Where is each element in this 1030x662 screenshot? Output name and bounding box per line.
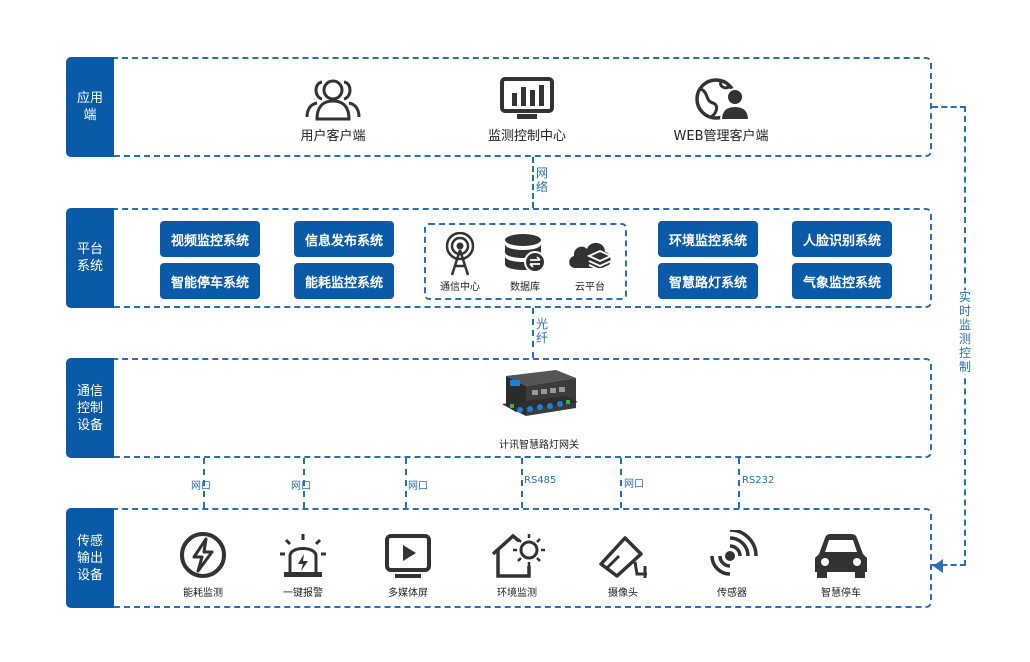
network-connector-line	[532, 157, 534, 208]
gateway-device[interactable]: 计讯智慧路灯网关	[494, 366, 584, 451]
app-item-monitor-center[interactable]: 监测控制中心	[462, 77, 592, 144]
port-line	[303, 458, 305, 508]
device-label: 能耗监测	[183, 588, 223, 599]
port-line	[620, 458, 622, 508]
cloud-center-group: 通信中心 数据库 云平台	[424, 223, 627, 300]
port-label: 网口	[191, 481, 211, 492]
device-energy-monitor[interactable]: 能耗监测	[158, 530, 248, 599]
system-energy-monitor[interactable]: 能耗监控系统	[294, 263, 394, 299]
cloud-item-label: 云平台	[575, 282, 605, 293]
app-layer: 应用端 用户客户端 监测控制中心 WEB管	[66, 57, 932, 157]
device-label: 环境监测	[497, 588, 537, 599]
arrow-left-icon	[933, 559, 943, 573]
cloud-icon	[569, 242, 614, 271]
cloud-item-cloud-platform[interactable]: 云平台	[560, 232, 620, 293]
system-info-publish[interactable]: 信息发布系统	[294, 221, 394, 257]
fiber-connector-label: 光纤	[535, 317, 548, 345]
device-camera[interactable]: 摄像头	[578, 530, 668, 599]
sensor-layer: 传感输出设备 能耗监测 一键报警 多媒体屏 环境监测	[66, 508, 932, 608]
cloud-item-label: 通信中心	[440, 282, 480, 293]
port-label: 网口	[408, 481, 428, 492]
device-alarm[interactable]: 一键报警	[258, 530, 348, 599]
globe-user-icon	[695, 78, 751, 121]
fiber-connector-line	[532, 308, 534, 358]
system-weather-monitor[interactable]: 气象监控系统	[792, 263, 892, 299]
realtime-control-label: 实时监测控制	[957, 290, 973, 374]
system-face-recognition[interactable]: 人脸识别系统	[792, 221, 892, 257]
database-icon	[505, 234, 546, 273]
lightning-icon	[180, 532, 226, 578]
car-icon	[815, 534, 867, 578]
device-label: 一键报警	[283, 588, 323, 599]
home-sun-icon	[491, 533, 545, 578]
layer-label-app: 应用端	[66, 57, 114, 157]
layer-label-platform: 平台系统	[66, 208, 114, 308]
network-connector-label: 网络	[535, 166, 548, 194]
port-line	[405, 458, 407, 508]
media-screen-icon	[385, 534, 431, 578]
camera-icon	[599, 536, 647, 578]
app-item-label: 监测控制中心	[487, 129, 566, 144]
system-video-monitor[interactable]: 视频监控系统	[160, 221, 260, 257]
cloud-item-label: 数据库	[510, 282, 540, 293]
cloud-item-database[interactable]: 数据库	[495, 232, 555, 293]
app-item-user-client[interactable]: 用户客户端	[268, 77, 398, 144]
device-smart-parking[interactable]: 智慧停车	[796, 530, 886, 599]
system-smart-parking[interactable]: 智能停车系统	[160, 263, 260, 299]
system-environment-monitor[interactable]: 环境监控系统	[658, 221, 758, 257]
port-line	[738, 458, 740, 508]
comm-layer: 通信控制设备 计讯智慧路灯网关	[66, 358, 932, 458]
port-label: 网口	[291, 481, 311, 492]
gateway-label: 计讯智慧路灯网关	[499, 440, 579, 451]
sensor-icon	[710, 530, 758, 576]
alarm-icon	[280, 534, 326, 577]
layer-label-sensor: 传感输出设备	[66, 508, 114, 608]
port-line	[203, 458, 205, 508]
platform-layer: 平台系统 视频监控系统 信息发布系统 智能停车系统 能耗监控系统 通信中心 数据…	[66, 208, 932, 308]
device-label: 智慧停车	[821, 588, 861, 599]
antenna-icon	[445, 232, 475, 276]
gateway-device-icon	[502, 370, 578, 416]
device-label: 多媒体屏	[388, 588, 428, 599]
app-item-label: WEB管理客户端	[673, 129, 769, 144]
port-label: 网口	[624, 479, 644, 490]
system-smart-streetlight[interactable]: 智慧路灯系统	[658, 263, 758, 299]
app-item-web-client[interactable]: WEB管理客户端	[656, 77, 786, 144]
layer-label-comm: 通信控制设备	[66, 358, 114, 458]
users-icon	[305, 79, 361, 121]
cloud-item-comm-center[interactable]: 通信中心	[430, 232, 490, 293]
device-label: 摄像头	[608, 588, 638, 599]
device-media-screen[interactable]: 多媒体屏	[363, 530, 453, 599]
port-line	[521, 458, 523, 508]
device-label: 传感器	[717, 588, 747, 599]
device-environment-monitor[interactable]: 环境监测	[472, 530, 562, 599]
device-sensor[interactable]: 传感器	[687, 530, 777, 599]
port-label: RS232	[742, 475, 775, 486]
monitor-chart-icon	[500, 77, 554, 119]
app-item-label: 用户客户端	[300, 129, 366, 144]
port-label: RS485	[524, 475, 557, 486]
